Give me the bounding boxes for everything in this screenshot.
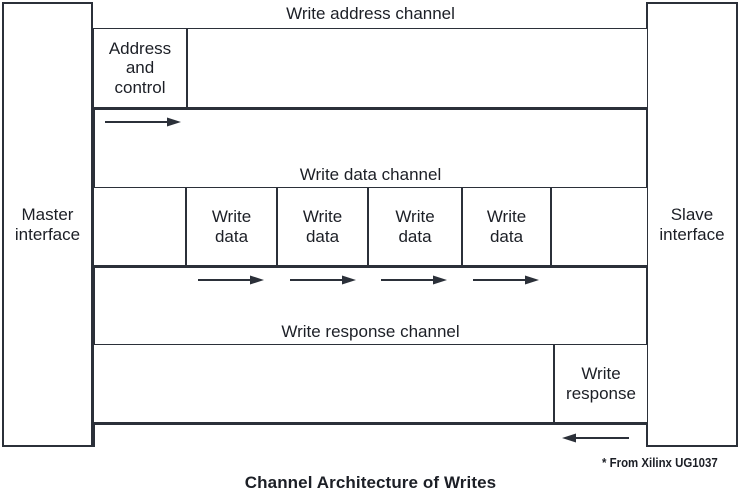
write-data-label-3: Write data (395, 207, 434, 245)
write-data-label-4: Write data (487, 207, 526, 245)
master-interface-label-line1: Master (21, 205, 74, 225)
write-response-arrow-left (562, 432, 629, 444)
write-data-4-line1: Write (486, 207, 527, 227)
write-data-3-line2: data (398, 226, 432, 246)
slave-interface-box: Slave interface (646, 2, 738, 447)
address-and-control-line2: and (125, 58, 155, 78)
address-channel-empty-cell (187, 28, 648, 108)
write-response-line2: response (566, 383, 636, 403)
write-data-channel-label: Write data channel (299, 165, 442, 184)
write-address-arrow-right (105, 116, 181, 128)
source-footnote: * From Xilinx UG1037 (602, 455, 718, 470)
write-address-channel-label: Write address channel (286, 4, 455, 23)
write-data-4-line2: data (489, 226, 524, 246)
write-data-arrow-right-3 (381, 274, 447, 286)
write-data-arrow-right-1 (198, 274, 264, 286)
slave-interface-label: Slave interface (659, 205, 724, 243)
write-data-3-line1: Write (395, 207, 435, 227)
write-response-transport-band (93, 423, 648, 447)
write-address-transport-band (93, 108, 648, 110)
write-data-cell-4: Write data (462, 187, 551, 266)
write-data-cell-1: Write data (186, 187, 277, 266)
slave-interface-label-line1: Slave (670, 205, 714, 225)
write-data-cell-2: Write data (277, 187, 368, 266)
master-interface-label-line2: interface (14, 224, 81, 244)
slave-interface-label-line2: interface (659, 224, 725, 244)
write-data-cell-3: Write data (368, 187, 462, 266)
write-data-label-2: Write data (303, 207, 342, 245)
master-interface-box: Master interface (2, 2, 93, 447)
write-data-arrow-right-2 (290, 274, 356, 286)
write-response-empty-left-cell (93, 344, 554, 423)
write-data-2-line1: Write (302, 207, 343, 227)
figure-caption: Channel Architecture of Writes (244, 473, 497, 492)
address-and-control-cell: Address and control (93, 28, 187, 108)
write-response-channel-label: Write response channel (281, 322, 460, 341)
write-response-channel-label-band: Write response channel (93, 266, 648, 344)
write-data-empty-right-cell (551, 187, 648, 266)
write-response-line1: Write (581, 364, 621, 384)
write-data-channel-label-band: Write data channel (93, 108, 648, 187)
master-interface-label: Master interface (15, 205, 80, 243)
write-data-arrow-right-4 (473, 274, 539, 286)
address-and-control-line1: Address (108, 39, 172, 59)
write-response-cell: Write response (554, 344, 648, 423)
write-response-label: Write response (566, 364, 636, 402)
address-and-control-label: Address and control (109, 39, 171, 96)
write-data-2-line2: data (305, 226, 340, 246)
address-and-control-line3: control (114, 77, 166, 97)
write-address-channel-label-band: Write address channel (93, 0, 648, 28)
write-data-label-1: Write data (212, 207, 251, 245)
write-data-empty-left-cell (93, 187, 186, 266)
write-data-1-line1: Write (211, 207, 252, 227)
write-data-1-line2: data (214, 226, 249, 246)
